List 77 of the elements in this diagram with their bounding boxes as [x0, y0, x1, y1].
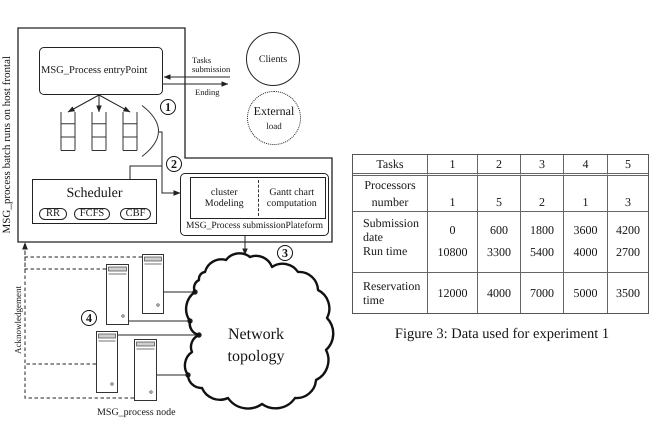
table-value: 1	[450, 195, 456, 209]
table-value: 5400	[530, 245, 554, 259]
column-header: 1	[450, 157, 456, 171]
table-value: 3300	[487, 245, 511, 259]
server-icon	[134, 339, 157, 401]
entity-circle	[246, 32, 300, 86]
row-header: Processors number	[363, 176, 417, 210]
circle-sublabel: load	[266, 121, 282, 131]
server-icon	[142, 254, 164, 314]
row-header: Reservation time	[363, 279, 422, 307]
table-value: 3500	[616, 286, 640, 300]
scheduler-box	[32, 179, 157, 224]
table-value: 5	[496, 195, 502, 209]
table-value: 0	[450, 223, 456, 237]
dot-connector	[164, 289, 198, 295]
process-box	[39, 47, 163, 95]
server-icon	[106, 264, 129, 325]
dot-connector	[156, 372, 191, 378]
cloud-label: Network topology	[226, 325, 286, 367]
table-value: 4200	[616, 223, 640, 237]
table-value: 3600	[574, 223, 598, 237]
module-box	[190, 177, 326, 219]
table-value: 7000	[530, 286, 554, 300]
bracket-icon	[141, 104, 159, 158]
circle-label: External	[254, 105, 294, 118]
frame-heading: MSG_process batch runs on host frontal	[1, 56, 13, 234]
process-frame	[180, 173, 329, 236]
arrow	[68, 94, 100, 112]
algorithm-tag: FCFS	[74, 208, 110, 220]
algorithm-tag: RR	[39, 208, 67, 220]
module-label: Gantt chart computation	[266, 187, 318, 209]
callout-number: 4	[81, 310, 97, 326]
callout-number: 2	[166, 156, 182, 172]
table-value: 4000	[574, 245, 598, 259]
row-header: Run time	[363, 244, 408, 258]
table-value: 12000	[438, 286, 468, 300]
column-header: Tasks	[376, 157, 404, 171]
table-value: 1800	[530, 223, 554, 237]
queue-icon	[122, 112, 138, 151]
arrow	[98, 94, 130, 112]
table-value: 2	[539, 195, 545, 209]
column-header: 4	[582, 157, 588, 171]
dashed-arrow	[22, 242, 134, 398]
queue-icon	[60, 112, 76, 151]
arrow	[242, 236, 248, 256]
table-value: 4000	[487, 286, 511, 300]
algorithm-tag: CBF	[120, 208, 151, 220]
group-caption: MSG_process node	[97, 407, 176, 419]
vertical-label: Acknowledgement	[13, 286, 23, 354]
arrow	[162, 81, 228, 87]
table-value: 600	[490, 223, 508, 237]
figure-caption: Figure 3: Data used for experiment 1	[394, 326, 610, 343]
column-header: 5	[625, 157, 631, 171]
column-header: 2	[496, 157, 502, 171]
arrow	[130, 166, 180, 196]
table-value: 2700	[616, 245, 640, 259]
table-value: 3	[625, 195, 631, 209]
server-icon	[96, 331, 118, 393]
dotted-entity-circle	[247, 91, 301, 145]
arrow	[164, 74, 230, 80]
box-title: Scheduler	[66, 186, 122, 202]
dot-connector	[128, 318, 193, 324]
arrow	[96, 94, 102, 112]
queue-icon	[91, 112, 107, 151]
module-label: cluster Modeling	[204, 187, 245, 209]
table-value: 10800	[438, 245, 468, 259]
dot-connector	[118, 332, 202, 338]
circle-label: Clients	[258, 54, 288, 64]
row-header: Submission date	[363, 216, 420, 244]
table-value: 5000	[574, 286, 598, 300]
callout-number: 3	[277, 245, 293, 261]
column-header: 3	[539, 157, 545, 171]
table-value: 1	[582, 195, 588, 209]
callout-number: 1	[160, 99, 176, 115]
host-frame	[0, 26, 334, 243]
frame-caption: MSG_Process submissionPlateform	[186, 221, 323, 232]
process-label: MSG_Process entryPoint	[41, 65, 148, 77]
